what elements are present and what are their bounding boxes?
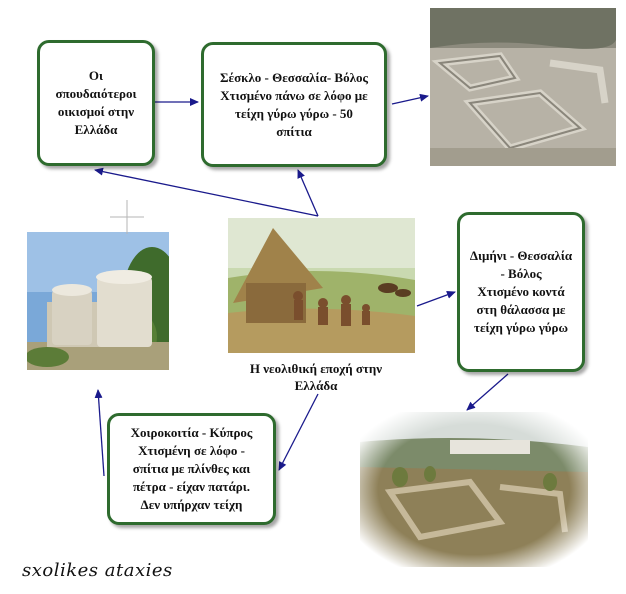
- box-dimini: Διμήνι - Θεσσαλία - Βόλος Χτισμένο κοντά…: [457, 212, 585, 372]
- box-dimini-text: Διμήνι - Θεσσαλία - Βόλος Χτισμένο κοντά…: [469, 248, 573, 335]
- arrow-center-to-sesklo: [297, 169, 319, 217]
- arrow-sesklo-to-photo: [391, 93, 429, 105]
- photo-dimini-ruins: [360, 412, 588, 567]
- box-sesklo-text: Σέσκλο - Θεσσαλία- Βόλος Χτισμένο πάνω σ…: [220, 69, 368, 139]
- photo-neolithic-scene: [228, 218, 415, 353]
- center-caption: Η νεολιθική εποχή στην Ελλάδα: [249, 361, 383, 393]
- box-sesklo: Σέσκλο - Θεσσαλία- Βόλος Χτισμένο πάνω σ…: [201, 42, 387, 167]
- arrow-center-to-dimini: [416, 291, 456, 307]
- arrow-choirokoitia-to-photo: [94, 389, 105, 477]
- photo-choirokoitia-huts: [27, 232, 169, 370]
- box-choirokoitia-text: Χοιροκοιτία - Κύπρος Χτισμένη σε λόφο - …: [130, 425, 253, 512]
- box-choirokoitia: Χοιροκοιτία - Κύπρος Χτισμένη σε λόφο - …: [107, 413, 276, 525]
- crosshair-icon: [110, 200, 144, 234]
- box-main-settlements: Οι σπουδαιότεροι οικισμοί στην Ελλάδα: [37, 40, 155, 166]
- box-main-settlements-text: Οι σπουδαιότεροι οικισμοί στην Ελλάδα: [55, 68, 137, 137]
- arrow-dimini-to-photo: [466, 373, 509, 411]
- photo-sesklo-ruins: [430, 8, 616, 166]
- watermark: sxolikes ataxies: [22, 560, 173, 581]
- arrow-center-to-choirokoitia: [278, 393, 319, 471]
